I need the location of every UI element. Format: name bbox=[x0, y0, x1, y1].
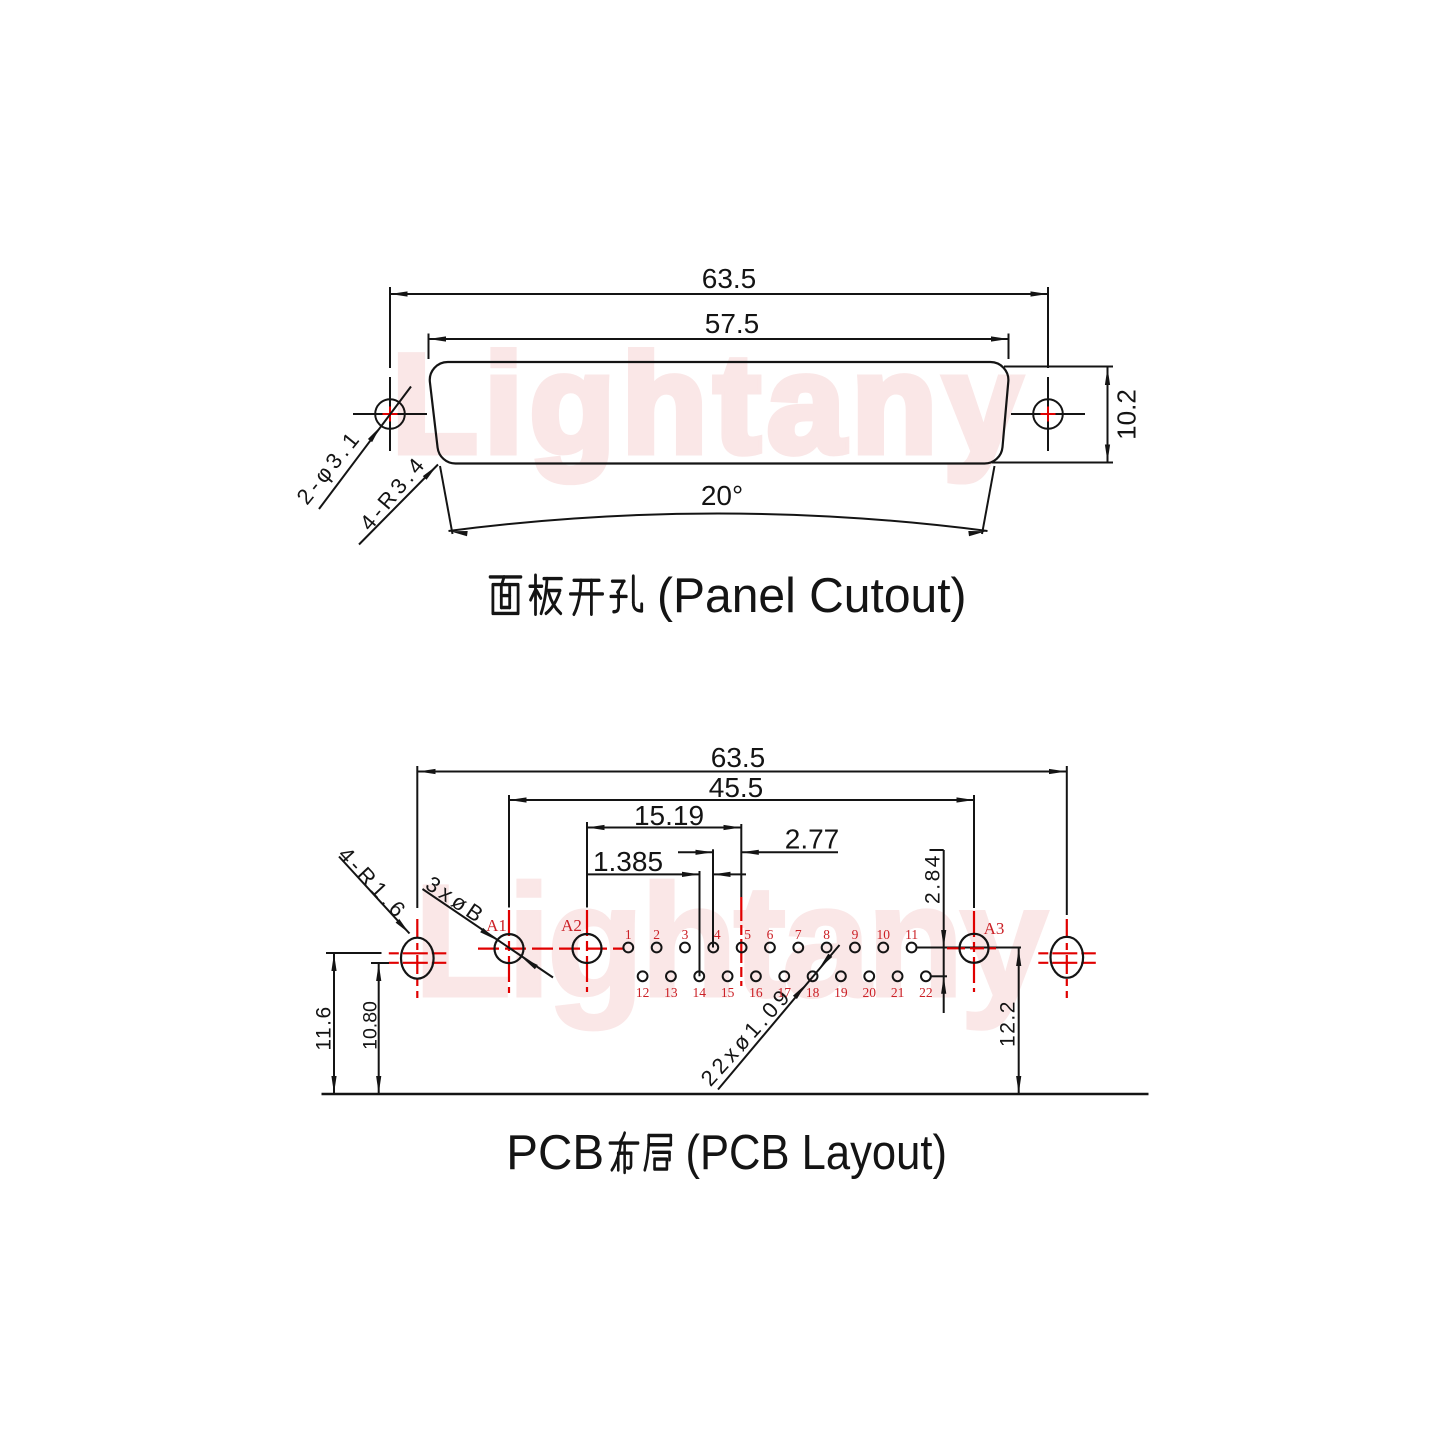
svg-text:13: 13 bbox=[664, 985, 678, 1000]
svg-text:12.2: 12.2 bbox=[997, 1000, 1020, 1047]
svg-text:Lightany: Lightany bbox=[392, 325, 1028, 482]
svg-text:14: 14 bbox=[693, 985, 707, 1000]
svg-text:20°: 20° bbox=[701, 480, 743, 511]
svg-text:8: 8 bbox=[823, 927, 830, 942]
svg-text:Lightany: Lightany bbox=[414, 851, 1049, 1030]
svg-text:10.2: 10.2 bbox=[1112, 389, 1142, 440]
svg-text:63.5: 63.5 bbox=[702, 263, 757, 294]
svg-text:1: 1 bbox=[625, 927, 632, 942]
svg-text:1.385: 1.385 bbox=[593, 846, 663, 877]
svg-text:22: 22 bbox=[919, 985, 933, 1000]
svg-text:6: 6 bbox=[767, 927, 774, 942]
svg-text:10: 10 bbox=[877, 927, 891, 942]
svg-text:16: 16 bbox=[749, 985, 763, 1000]
svg-text:7: 7 bbox=[795, 927, 802, 942]
svg-text:2.84: 2.84 bbox=[922, 853, 945, 904]
svg-text:18: 18 bbox=[806, 985, 820, 1000]
svg-text:9: 9 bbox=[852, 927, 859, 942]
svg-text:2.77: 2.77 bbox=[785, 824, 840, 855]
svg-text:A3: A3 bbox=[984, 919, 1005, 938]
svg-text:(PCB Layout): (PCB Layout) bbox=[686, 1125, 947, 1180]
svg-text:57.5: 57.5 bbox=[705, 308, 760, 339]
svg-text:11.6: 11.6 bbox=[313, 1005, 336, 1050]
svg-text:21: 21 bbox=[891, 985, 905, 1000]
svg-text:20: 20 bbox=[862, 985, 876, 1000]
svg-text:15: 15 bbox=[721, 985, 735, 1000]
svg-text:17: 17 bbox=[778, 985, 792, 1000]
svg-text:19: 19 bbox=[834, 985, 848, 1000]
svg-text:A1: A1 bbox=[486, 916, 507, 935]
svg-text:2: 2 bbox=[653, 927, 660, 942]
svg-text:3: 3 bbox=[682, 927, 689, 942]
svg-text:4-R1.6: 4-R1.6 bbox=[333, 842, 413, 925]
svg-text:4: 4 bbox=[714, 927, 721, 942]
svg-text:45.5: 45.5 bbox=[709, 772, 764, 803]
svg-text:5: 5 bbox=[744, 927, 751, 942]
svg-text:11: 11 bbox=[905, 927, 918, 942]
svg-text:15.19: 15.19 bbox=[634, 800, 704, 831]
svg-text:A2: A2 bbox=[561, 916, 582, 935]
svg-text:PCB: PCB bbox=[506, 1125, 604, 1180]
svg-text:63.5: 63.5 bbox=[711, 742, 766, 773]
svg-text:12: 12 bbox=[636, 985, 650, 1000]
svg-text:10.80: 10.80 bbox=[360, 1001, 382, 1050]
svg-text:(Panel Cutout): (Panel Cutout) bbox=[657, 569, 967, 624]
